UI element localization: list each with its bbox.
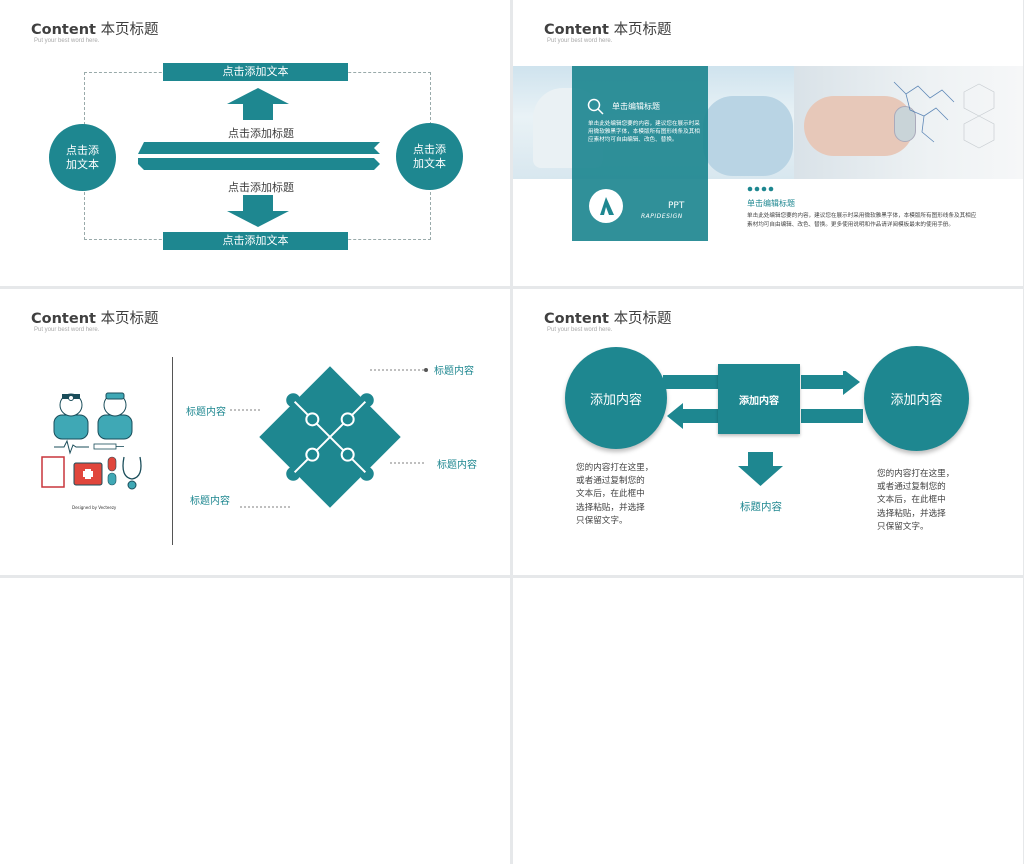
leader-lines xyxy=(230,368,428,508)
right-body-text[interactable]: 您的内容打在这里， 或者通过复制您的 文本后，在此框中 选择粘贴，并选择 只保留… xyxy=(877,469,955,532)
slide-5-partial xyxy=(0,578,510,864)
slide-subtitle: Put your best word here. xyxy=(34,38,100,44)
connector-arrows xyxy=(663,371,863,429)
syringe-icon xyxy=(93,443,124,450)
search-icon xyxy=(587,98,604,115)
right-content-circle[interactable]: 添加内容 xyxy=(864,346,969,451)
slide-title: Content 本页标题 xyxy=(31,22,159,38)
puzzle-label-4[interactable]: 标题内容 xyxy=(190,496,230,507)
puzzle-label-3[interactable]: 标题内容 xyxy=(437,460,477,471)
medical-kit-icon xyxy=(41,456,103,488)
illustration-credit: Designed by Vecteezy xyxy=(72,505,117,510)
photo-molecule-hand xyxy=(794,66,1023,179)
slide-2: Content 本页标题 Put your best word here. 单击… xyxy=(513,0,1023,286)
pill-icon xyxy=(107,456,117,486)
panel-text[interactable]: 单击此处编辑您要的内容，建议您在展示时采用微软雅黑字体，本模版所有图形线条及其相… xyxy=(588,121,700,143)
top-text-bar[interactable]: 点击添加文本 xyxy=(163,63,348,81)
lower-heading[interactable]: 点击添加标题 xyxy=(228,181,294,194)
slide-4: Content 本页标题 Put your best word here. 添加… xyxy=(513,289,1023,575)
arrow-up-icon xyxy=(227,88,289,120)
slide-subtitle: Put your best word here. xyxy=(547,327,613,333)
nurse-icon xyxy=(97,392,133,440)
upper-heading[interactable]: 点击添加标题 xyxy=(228,127,294,140)
left-circle[interactable]: 点击添加文本 xyxy=(49,124,116,191)
left-content-circle[interactable]: 添加内容 xyxy=(565,347,667,449)
stethoscope-icon xyxy=(122,456,142,490)
puzzle-label-2[interactable]: 标题内容 xyxy=(186,407,226,418)
slide-6-partial xyxy=(513,578,1023,864)
caption-title[interactable]: 单击编辑标题 xyxy=(747,199,795,208)
slide-title: Content 本页标题 xyxy=(544,22,672,38)
double-arrow-shape xyxy=(138,142,380,170)
divider-line xyxy=(172,357,173,545)
logo-text-brand: RAPIDESIGN xyxy=(641,213,683,220)
slide-title: Content 本页标题 xyxy=(544,311,672,327)
doctor-icon xyxy=(53,393,89,440)
caption-text[interactable]: 单击此处编辑您要的内容，建议您在展示时采用微软雅黑字体，本模版所有图形线条及其相… xyxy=(747,213,977,228)
bottom-text-bar[interactable]: 点击添加文本 xyxy=(163,232,348,250)
slide-subtitle: Put your best word here. xyxy=(547,38,613,44)
slide-1: Content 本页标题 Put your best word here. 点击… xyxy=(0,0,510,286)
slide-title: Content 本页标题 xyxy=(31,311,159,327)
left-body-text[interactable]: 您的内容打在这里， 或者通过复制您的 文本后，在此框中 选择粘贴，并选择 只保留… xyxy=(576,463,654,526)
logo-text-ppt: PPT xyxy=(668,201,685,211)
arrow-down-icon xyxy=(738,452,783,486)
panel-title[interactable]: 单击编辑标题 xyxy=(612,102,660,111)
slide-3: Content 本页标题 Put your best word here. xyxy=(0,289,510,575)
arrow-down-icon xyxy=(227,195,289,227)
medical-illustration xyxy=(41,392,142,490)
right-circle[interactable]: 点击添加文本 xyxy=(396,123,463,190)
dots-decoration-icon xyxy=(747,186,774,192)
puzzle-label-1[interactable]: 标题内容 xyxy=(434,366,474,377)
slide-subtitle: Put your best word here. xyxy=(34,327,100,333)
puzzle-icon xyxy=(259,366,401,508)
down-label[interactable]: 标题内容 xyxy=(740,501,782,513)
brand-logo-icon xyxy=(589,189,623,223)
center-content-box[interactable]: 添加内容 xyxy=(718,364,800,434)
